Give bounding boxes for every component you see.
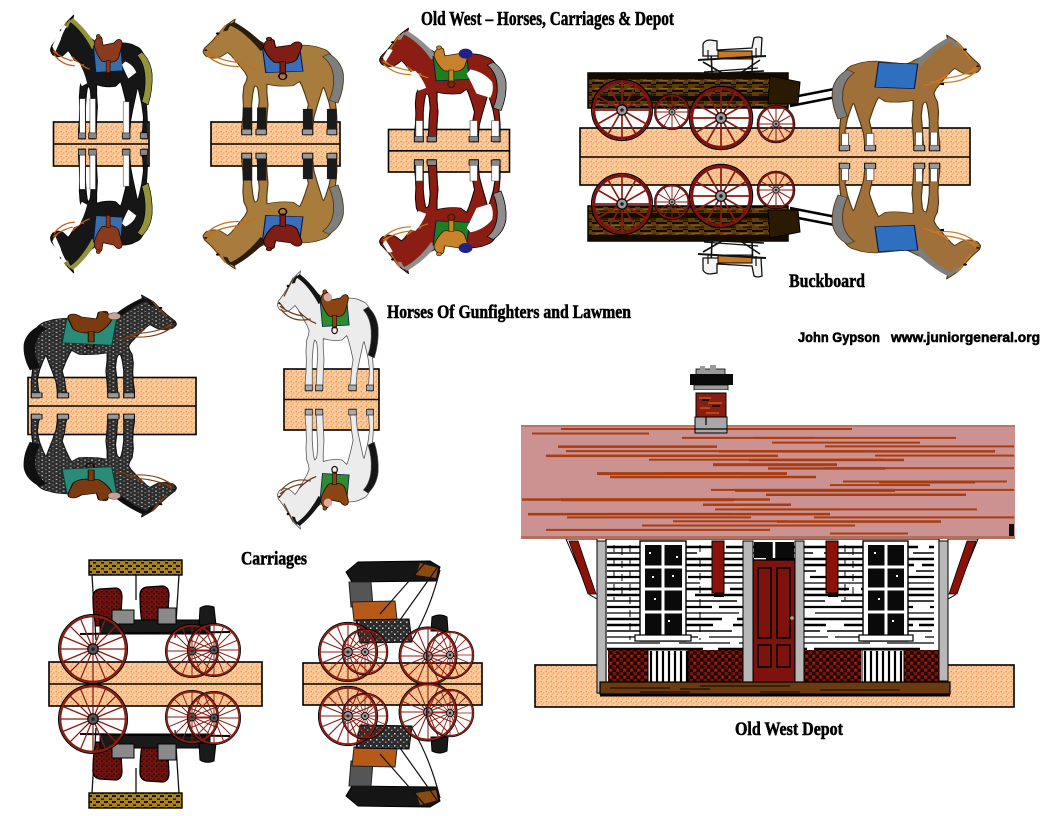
svg-text:www.juniorgeneral.org: www.juniorgeneral.org (890, 330, 1040, 345)
svg-text:Buckboard: Buckboard (789, 272, 866, 292)
svg-text:John Gypson: John Gypson (798, 330, 880, 345)
svg-text:Old West Depot: Old West Depot (735, 720, 844, 740)
svg-text:Carriages: Carriages (241, 550, 307, 570)
svg-text:Old West – Horses, Carriages &: Old West – Horses, Carriages & Depot (421, 8, 674, 30)
svg-text:Horses Of Gunfighters and Lawm: Horses Of Gunfighters and Lawmen (387, 303, 632, 323)
